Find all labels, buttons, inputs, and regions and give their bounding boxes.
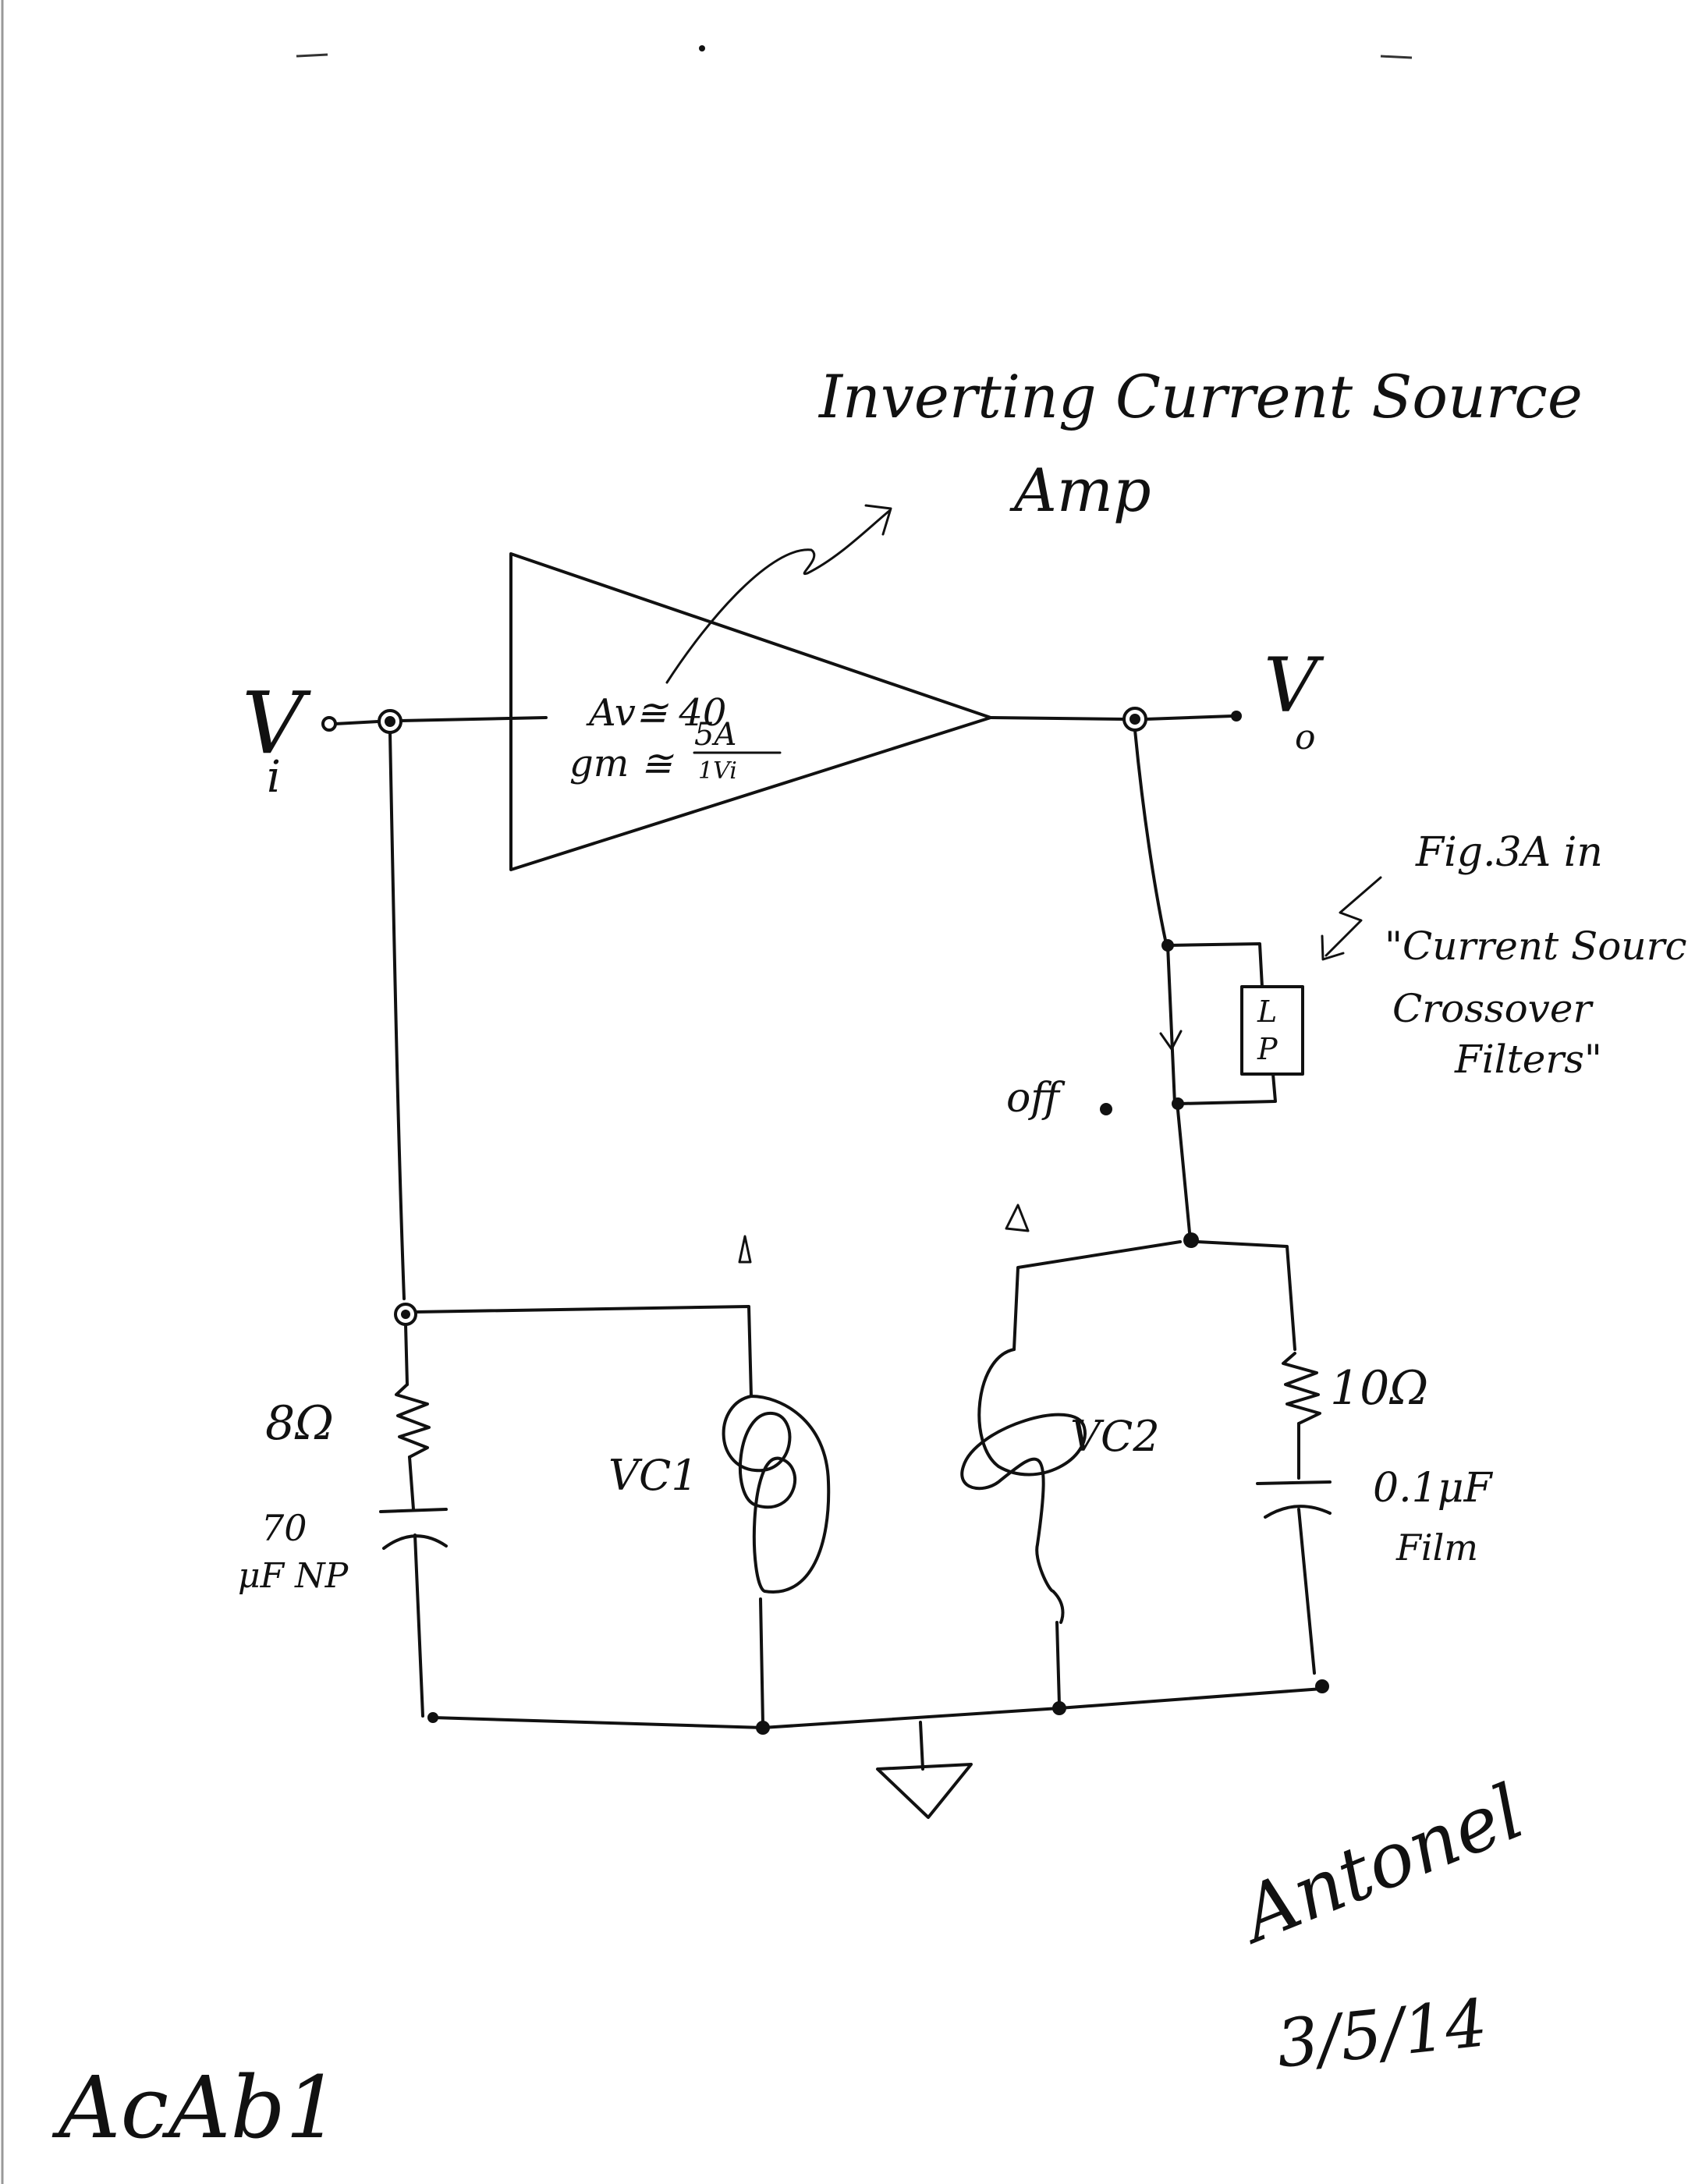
right-top-wire xyxy=(1196,1240,1296,1351)
output-label-sub: o xyxy=(1295,718,1316,757)
scan-mark-top-right xyxy=(1380,55,1413,59)
right-junction-node xyxy=(1183,1232,1199,1248)
left-resistor-lead xyxy=(404,1323,409,1386)
input-label: V xyxy=(242,673,311,773)
input-vertical-wire xyxy=(388,731,406,1300)
input-label-sub: i xyxy=(267,752,281,803)
vc2-bottom-wire xyxy=(1055,1621,1061,1706)
resistor-8ohm-label: 8Ω xyxy=(265,1396,334,1451)
vc1-bottom-wire xyxy=(759,1597,764,1725)
cap-01uf-plate-top xyxy=(1256,1480,1332,1485)
output-vertical-wire xyxy=(1133,729,1168,945)
ground-bus-wire xyxy=(431,1687,1324,1729)
vc2-label: VC2 xyxy=(1070,1412,1160,1461)
switch-arrow-icon xyxy=(1159,1030,1183,1051)
vc1-arrow-icon xyxy=(738,1235,752,1264)
cap-70uf-plate-top xyxy=(379,1508,448,1513)
amplifier-gm-label: gm ≅ xyxy=(569,742,675,785)
vc2-arrow-icon xyxy=(1005,1204,1030,1232)
right-rc-branch: 10Ω 0.1μF Film xyxy=(1196,1240,1493,1693)
lp-bottom-wire xyxy=(1178,1072,1277,1105)
left-rc-branch: 8Ω 70 μF NP xyxy=(238,1305,753,1723)
input-node xyxy=(385,716,395,727)
resistor-8ohm-symbol xyxy=(395,1383,431,1459)
cap-01uf-value: 0.1μF xyxy=(1373,1465,1493,1512)
title-arrow xyxy=(665,509,891,684)
signature-block: Antonel 3/5/14 xyxy=(1224,1767,1535,2083)
voice-coil-1: VC1 xyxy=(608,1235,831,1735)
lp-bottom-node xyxy=(1172,1097,1184,1110)
output-branch: L P off xyxy=(1006,729,1304,1248)
amplifier-gm-numerator: 5A xyxy=(694,717,736,753)
reference-line-4: Filters" xyxy=(1454,1037,1602,1082)
cap-01uf-plate-bottom xyxy=(1264,1505,1332,1519)
output-terminal: V o xyxy=(989,642,1325,757)
cap-01uf-lead-bottom xyxy=(1297,1508,1316,1675)
reference-line-3: Crossover xyxy=(1392,986,1594,1031)
voice-coil-2: VC2 xyxy=(960,1204,1182,1715)
title-block: Inverting Current Source Amp xyxy=(665,362,1583,684)
vc1-label: VC1 xyxy=(608,1451,698,1500)
cap-70uf-value: 70 xyxy=(261,1507,307,1549)
input-lead-wire xyxy=(334,720,380,725)
reference-arrow xyxy=(1325,876,1382,957)
vc2-top-wire xyxy=(1012,1240,1182,1351)
bottom-right-node xyxy=(1315,1679,1329,1693)
ground-drop-wire xyxy=(919,1721,924,1771)
title-line-1: Inverting Current Source xyxy=(817,362,1583,431)
title-arrow-head xyxy=(864,504,892,536)
output-lower-wire xyxy=(1176,1108,1191,1234)
ground-icon xyxy=(876,1763,973,1819)
output-label: V xyxy=(1264,642,1325,729)
scan-dot-top xyxy=(699,45,705,51)
switch-arm xyxy=(1166,944,1176,1105)
amp-output-wire xyxy=(989,716,1125,721)
lp-label-p: P xyxy=(1257,1032,1278,1066)
reference-line-1: Fig.3A in xyxy=(1415,829,1603,876)
reference-arrow-head xyxy=(1321,934,1345,961)
ground-bus xyxy=(431,1687,1324,1819)
reference-note: Fig.3A in "Current Source Crossover Filt… xyxy=(1321,829,1688,1082)
output-lead-wire xyxy=(1144,714,1234,721)
cap-70uf-lead-top xyxy=(408,1455,415,1511)
signature-name: Antonel xyxy=(1224,1767,1535,1961)
reference-line-2: "Current Source xyxy=(1385,924,1688,969)
lp-top-wire xyxy=(1166,942,1264,988)
switch-off-contact xyxy=(1100,1103,1112,1115)
input-terminal-circle xyxy=(321,716,337,732)
input-terminal: V i xyxy=(242,673,548,803)
corner-label: AcAb1 xyxy=(51,2058,340,2157)
amplifier-gm-denominator: 1Vi xyxy=(698,757,737,785)
output-node xyxy=(1129,714,1140,725)
signature-date: 3/5/14 xyxy=(1273,1984,1491,2083)
left-top-wire xyxy=(414,1305,753,1398)
switch-off-label: off xyxy=(1006,1075,1066,1122)
cap-70uf-unit: μF NP xyxy=(238,1556,349,1596)
output-terminal-dot xyxy=(1231,711,1242,722)
lp-label-l: L xyxy=(1257,994,1277,1029)
amplifier-gain: Av≅ 40 xyxy=(586,691,726,735)
title-line-2: Amp xyxy=(1009,456,1151,525)
cap-01uf-type: Film xyxy=(1395,1526,1478,1569)
left-junction-dot xyxy=(401,1310,410,1319)
scan-mark-top-left xyxy=(296,53,328,58)
input-to-amp-wire xyxy=(399,716,548,722)
cap-70uf-lead-bottom xyxy=(413,1533,424,1718)
amplifier-triangle xyxy=(509,552,992,871)
vc2-coil-symbol xyxy=(960,1348,1087,1624)
resistor-10ohm-label: 10Ω xyxy=(1330,1361,1428,1416)
amplifier: Av≅ 40 gm ≅ 5A 1Vi xyxy=(509,552,992,871)
vc1-coil-symbol xyxy=(722,1395,831,1594)
resistor-10ohm-symbol xyxy=(1282,1352,1321,1425)
